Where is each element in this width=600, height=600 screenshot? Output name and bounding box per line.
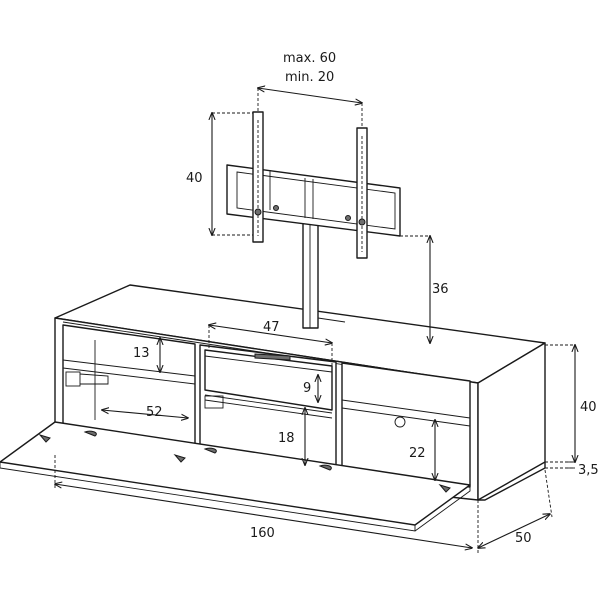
dimension-cabinet-depth (478, 469, 553, 548)
label-cabinet-height: 40 (580, 400, 597, 415)
dimension-stand-height (400, 236, 430, 343)
compartment-middle (199, 344, 337, 466)
label-foot-height: 3,5 (578, 463, 599, 478)
label-lower-height: 18 (278, 431, 295, 446)
dimension-bracket-width (258, 88, 362, 128)
dimension-bracket-height (212, 113, 253, 235)
label-drawer-width: 47 (263, 320, 280, 335)
tv-bracket (226, 111, 401, 259)
dimension-drawer-width (209, 325, 332, 366)
label-shelf-gap: 13 (133, 346, 150, 361)
label-right-height: 22 (409, 446, 426, 461)
dimension-compartment-width (102, 410, 188, 418)
dimension-foot-height (545, 461, 575, 469)
label-drawer-depth: 9 (303, 381, 311, 396)
label-bracket-max: max. 60 (283, 51, 336, 66)
label-cabinet-depth: 50 (515, 531, 532, 546)
label-cabinet-width: 160 (250, 526, 275, 541)
label-stand-height: 36 (432, 282, 449, 297)
label-compartment-width: 52 (146, 405, 163, 420)
label-bracket-min: min. 20 (285, 70, 334, 85)
label-bracket-height: 40 (186, 171, 203, 186)
dimension-cabinet-height (545, 345, 575, 462)
